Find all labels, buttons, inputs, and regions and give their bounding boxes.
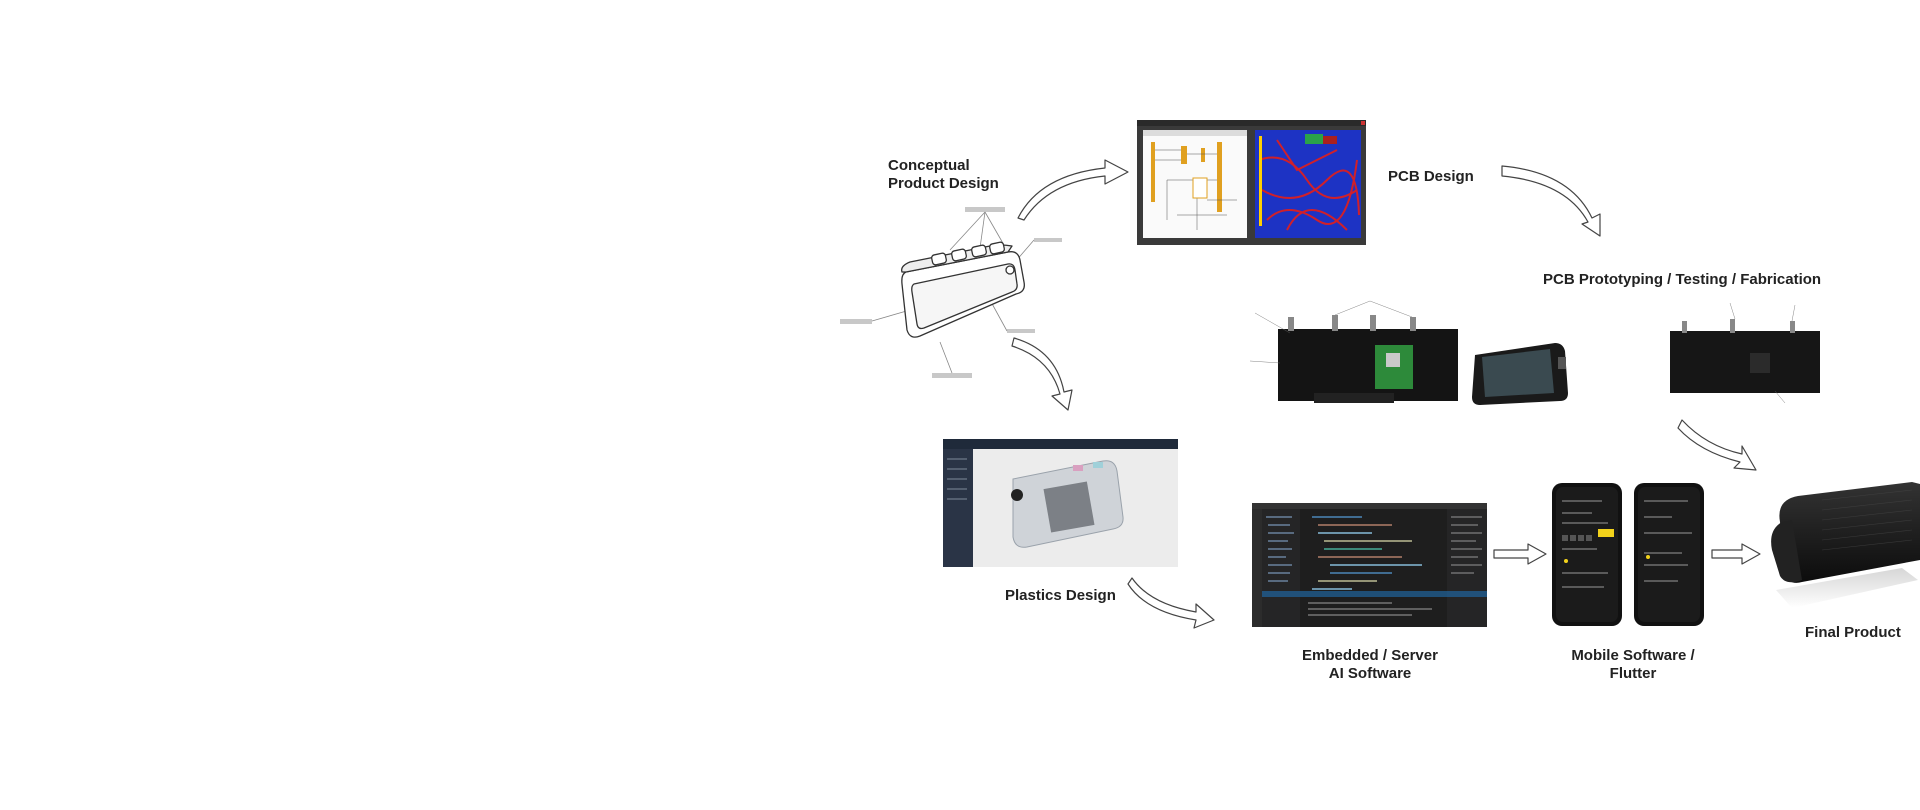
label-embedded-line1: Embedded / Server [1302, 647, 1438, 664]
label-embedded-software: Embedded / Server AI Software [1290, 647, 1450, 683]
arrow-to-final-product [1677, 419, 1757, 471]
label-mobile-line2: Flutter [1609, 665, 1657, 682]
pcb-board-photos [1230, 293, 1825, 428]
label-final-product: Final Product [1805, 624, 1901, 641]
arrow-to-pcb-design [1017, 159, 1129, 221]
arrow-to-mobile-software [1493, 543, 1547, 565]
plastics-cad-screenshot [943, 439, 1178, 567]
arrow-to-pcb-prototyping [1501, 165, 1601, 237]
label-plastics-design: Plastics Design [1005, 587, 1116, 604]
label-conceptual-line2: Product Design [888, 175, 999, 192]
arrow-to-final-from-mobile [1711, 543, 1761, 565]
label-pcb-prototyping: PCB Prototyping / Testing / Fabrication [1543, 271, 1822, 288]
label-embedded-line2: AI Software [1328, 665, 1412, 682]
device-sketch [840, 200, 1070, 385]
label-mobile-software: Mobile Software / Flutter [1553, 647, 1713, 683]
label-mobile-line1: Mobile Software / [1571, 647, 1695, 664]
pcb-cad-screenshot [1137, 120, 1366, 245]
code-editor-screenshot [1252, 503, 1487, 627]
mobile-app-screenshots [1552, 483, 1707, 628]
arrow-to-plastics-design [1011, 337, 1073, 411]
label-conceptual-line1: Conceptual [888, 157, 970, 174]
arrow-to-embedded-software [1127, 577, 1215, 629]
label-conceptual-design: Conceptual Product Design [888, 157, 999, 193]
final-product-photo [1762, 470, 1920, 620]
label-pcb-design: PCB Design [1388, 168, 1474, 185]
